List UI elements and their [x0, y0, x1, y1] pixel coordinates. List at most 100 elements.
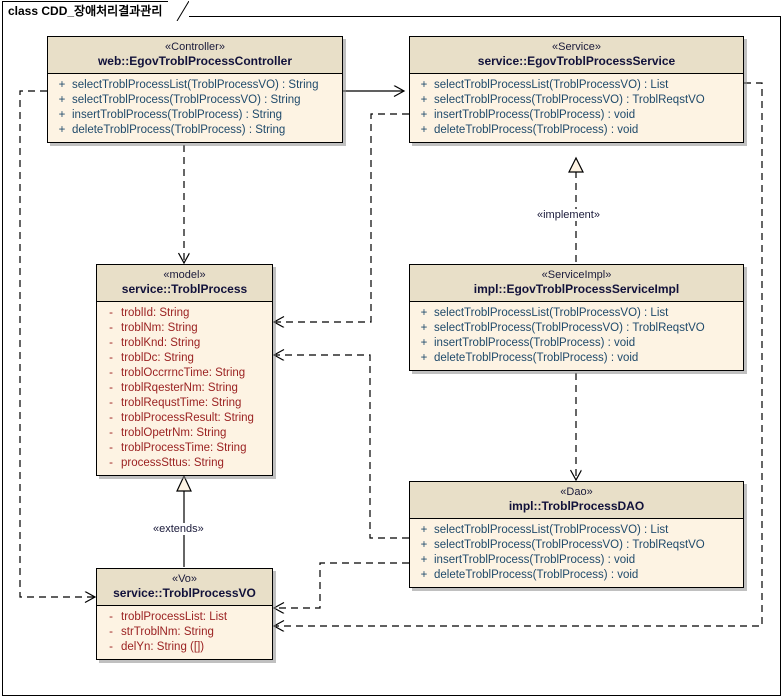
member-visibility: +: [420, 554, 428, 566]
member-signature: selectTroblProcess(TroblProcessVO) : Tro…: [434, 322, 705, 334]
member-row: + selectTroblProcessList(TroblProcessVO)…: [410, 523, 743, 538]
member-visibility: +: [420, 109, 428, 121]
member-row: + insertTroblProcess(TroblProcess) : Str…: [48, 108, 342, 123]
member-row: + deleteTroblProcess(TroblProcess) : voi…: [410, 351, 743, 366]
member-row: - troblProcessTime: String: [97, 441, 272, 456]
member-visibility: -: [109, 457, 113, 469]
class-stereotype: «ServiceImpl»: [541, 269, 612, 281]
member-visibility: -: [109, 397, 113, 409]
member-visibility: +: [420, 352, 428, 364]
member-signature: selectTroblProcess(TroblProcessVO) : Str…: [72, 94, 301, 106]
frame-tab-slant-decoration: [168, 1, 190, 21]
member-visibility: -: [109, 382, 113, 394]
member-row: - troblKnd: String: [97, 336, 272, 351]
class-members-controller: + selectTroblProcessList(TroblProcessVO)…: [48, 74, 342, 142]
class-name: service::EgovTroblProcessService: [477, 54, 676, 68]
class-box-dao[interactable]: «Dao» impl::TroblProcessDAO + selectTrob…: [409, 481, 744, 588]
member-row: + insertTroblProcess(TroblProcess) : voi…: [410, 336, 743, 351]
member-signature: deleteTroblProcess(TroblProcess) : void: [434, 569, 639, 581]
class-members-model: - troblId: String - troblNm: String - tr…: [97, 302, 272, 475]
member-visibility: +: [58, 79, 66, 91]
class-header-vo: «Vo» service::TroblProcessVO: [97, 569, 272, 606]
member-visibility: +: [58, 124, 66, 136]
member-signature: troblNm: String: [121, 322, 198, 334]
member-signature: troblOpetrNm: String: [121, 427, 227, 439]
member-visibility: -: [109, 337, 113, 349]
member-visibility: +: [420, 322, 428, 334]
class-header-service: «Service» service::EgovTroblProcessServi…: [410, 37, 743, 74]
member-visibility: -: [109, 611, 113, 623]
member-visibility: +: [58, 94, 66, 106]
member-signature: troblDc: String: [121, 352, 194, 364]
class-header-dao: «Dao» impl::TroblProcessDAO: [410, 482, 743, 519]
member-visibility: -: [109, 641, 113, 653]
member-signature: deleteTroblProcess(TroblProcess) : Strin…: [72, 124, 286, 136]
class-header-model: «model» service::TroblProcess: [97, 265, 272, 302]
diagram-frame-title: class CDD_장애처리결과관리: [2, 1, 190, 21]
member-signature: selectTroblProcess(TroblProcessVO) : Tro…: [434, 539, 705, 551]
member-row: - troblNm: String: [97, 321, 272, 336]
member-signature: insertTroblProcess(TroblProcess) : Strin…: [72, 109, 283, 121]
member-signature: insertTroblProcess(TroblProcess) : void: [434, 554, 636, 566]
member-signature: selectTroblProcessList(TroblProcessVO) :…: [72, 79, 319, 91]
member-visibility: -: [109, 626, 113, 638]
class-box-controller[interactable]: «Controller» web::EgovTroblProcessContro…: [47, 36, 343, 143]
edge-label-extends: «extends»: [150, 523, 207, 535]
member-signature: delYn: String ([]): [121, 641, 205, 653]
class-box-vo[interactable]: «Vo» service::TroblProcessVO - troblProc…: [96, 568, 273, 660]
member-visibility: -: [109, 442, 113, 454]
member-signature: selectTroblProcessList(TroblProcessVO) :…: [434, 524, 669, 536]
member-visibility: +: [420, 307, 428, 319]
member-row: - troblDc: String: [97, 351, 272, 366]
class-box-serviceimpl[interactable]: «ServiceImpl» impl::EgovTroblProcessServ…: [409, 264, 744, 371]
member-row: - troblId: String: [97, 306, 272, 321]
class-stereotype: «Vo»: [171, 573, 198, 585]
class-members-dao: + selectTroblProcessList(TroblProcessVO)…: [410, 519, 743, 587]
member-signature: troblProcessResult: String: [121, 412, 254, 424]
member-row: - troblOpetrNm: String: [97, 426, 272, 441]
member-row: + insertTroblProcess(TroblProcess) : voi…: [410, 108, 743, 123]
member-signature: processSttus: String: [121, 457, 224, 469]
member-row: + deleteTroblProcess(TroblProcess) : voi…: [410, 568, 743, 583]
class-name: service::TroblProcess: [121, 282, 248, 296]
member-visibility: -: [109, 367, 113, 379]
class-members-serviceimpl: + selectTroblProcessList(TroblProcessVO)…: [410, 302, 743, 370]
member-signature: selectTroblProcess(TroblProcessVO) : Tro…: [434, 94, 705, 106]
member-row: - troblProcessList: List: [97, 610, 272, 625]
member-row: + selectTroblProcessList(TroblProcessVO)…: [48, 78, 342, 93]
class-stereotype: «Controller»: [165, 41, 225, 53]
class-box-service[interactable]: «Service» service::EgovTroblProcessServi…: [409, 36, 744, 143]
member-row: - troblProcessResult: String: [97, 411, 272, 426]
member-row: + selectTroblProcess(TroblProcessVO) : T…: [410, 93, 743, 108]
member-visibility: -: [109, 322, 113, 334]
member-visibility: +: [420, 539, 428, 551]
class-name: service::TroblProcessVO: [113, 586, 256, 600]
diagram-title-text: class CDD_장애처리결과관리: [8, 4, 163, 18]
member-signature: troblId: String: [121, 307, 190, 319]
class-name: web::EgovTroblProcessController: [97, 54, 293, 68]
class-members-service: + selectTroblProcessList(TroblProcessVO)…: [410, 74, 743, 142]
member-visibility: +: [420, 94, 428, 106]
member-signature: insertTroblProcess(TroblProcess) : void: [434, 337, 636, 349]
member-row: + selectTroblProcessList(TroblProcessVO)…: [410, 306, 743, 321]
member-signature: troblRqesterNm: String: [121, 382, 238, 394]
member-signature: troblProcessList: List: [121, 611, 228, 623]
member-row: + deleteTroblProcess(TroblProcess) : voi…: [410, 123, 743, 138]
member-row: + selectTroblProcess(TroblProcessVO) : S…: [48, 93, 342, 108]
member-row: - processSttus: String: [97, 456, 272, 471]
member-row: - strTroblNm: String: [97, 625, 272, 640]
member-signature: troblOccrrncTime: String: [121, 367, 246, 379]
member-signature: insertTroblProcess(TroblProcess) : void: [434, 109, 636, 121]
member-signature: troblProcessTime: String: [121, 442, 247, 454]
member-row: - troblRqesterNm: String: [97, 381, 272, 396]
member-visibility: +: [58, 109, 66, 121]
member-row: + deleteTroblProcess(TroblProcess) : Str…: [48, 123, 342, 138]
class-box-model[interactable]: «model» service::TroblProcess - troblId:…: [96, 264, 273, 476]
member-visibility: +: [420, 524, 428, 536]
member-signature: selectTroblProcessList(TroblProcessVO) :…: [434, 307, 669, 319]
class-stereotype: «Service»: [552, 41, 601, 53]
class-name: impl::TroblProcessDAO: [508, 499, 645, 513]
class-stereotype: «Dao»: [560, 486, 593, 498]
member-visibility: -: [109, 307, 113, 319]
